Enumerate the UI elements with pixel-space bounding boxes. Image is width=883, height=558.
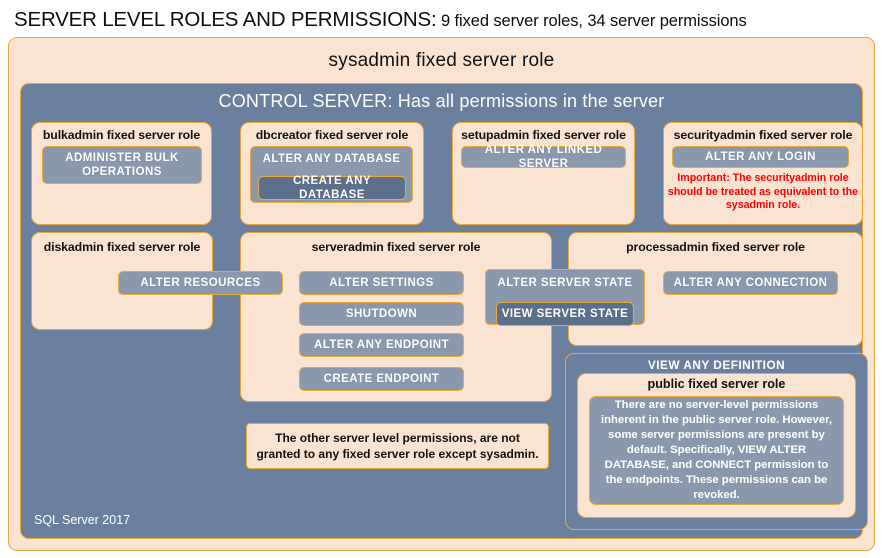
bulkadmin-role-label: bulkadmin fixed server role <box>42 128 201 142</box>
permission-alter-any-linked-server: ALTER ANY LINKED SERVER <box>461 144 626 170</box>
permission-create-endpoint: CREATE ENDPOINT <box>299 367 464 391</box>
footer-version-label: SQL Server 2017 <box>34 513 131 527</box>
setupadmin-role-label: setupadmin fixed server role <box>461 128 626 142</box>
permission-alter-any-database-label: ALTER ANY DATABASE <box>262 153 401 165</box>
public-role-note: There are no server-level permissions in… <box>589 396 844 505</box>
permission-view-any-definition-label: VIEW ANY DEFINITION <box>647 358 786 372</box>
permission-alter-server-state-label: ALTER SERVER STATE <box>497 277 633 289</box>
setupadmin-role-box <box>452 122 635 225</box>
permission-alter-any-endpoint: ALTER ANY ENDPOINT <box>299 333 464 357</box>
securityadmin-role-box <box>663 122 863 225</box>
permission-alter-any-login: ALTER ANY LOGIN <box>672 146 849 168</box>
other-permissions-note: The other server level permissions, are … <box>246 423 549 469</box>
diskadmin-role-label: diskadmin fixed server role <box>43 240 201 254</box>
permission-alter-settings: ALTER SETTINGS <box>299 271 464 295</box>
public-role-label: public fixed server role <box>647 377 786 391</box>
permission-create-any-database: CREATE ANY DATABASE <box>258 175 406 201</box>
serveradmin-role-label: serveradmin fixed server role <box>311 240 481 254</box>
permission-alter-any-connection: ALTER ANY CONNECTION <box>663 271 838 295</box>
dbcreator-role-label: dbcreator fixed server role <box>255 128 409 142</box>
processadmin-role-label: processadmin fixed server role <box>626 240 805 254</box>
permission-alter-resources: ALTER RESOURCES <box>118 271 283 295</box>
control-server-label: CONTROL SERVER: Has all permissions in t… <box>218 91 665 111</box>
securityadmin-role-label: securityadmin fixed server role <box>673 128 853 142</box>
securityadmin-warning-text: Important: The securityadmin role should… <box>667 172 859 212</box>
permission-administer-bulk-operations: ADMINISTER BULK OPERATIONS <box>42 146 202 184</box>
permission-shutdown: SHUTDOWN <box>299 302 464 326</box>
page-title-strong: SERVER LEVEL ROLES AND PERMISSIONS: <box>14 8 437 31</box>
page-title-sub: 9 fixed server roles, 34 server permissi… <box>436 12 747 30</box>
page-title: SERVER LEVEL ROLES AND PERMISSIONS: 9 fi… <box>14 8 874 34</box>
sysadmin-role-label: sysadmin fixed server role <box>328 50 555 71</box>
permission-view-server-state: VIEW SERVER STATE <box>496 302 634 326</box>
